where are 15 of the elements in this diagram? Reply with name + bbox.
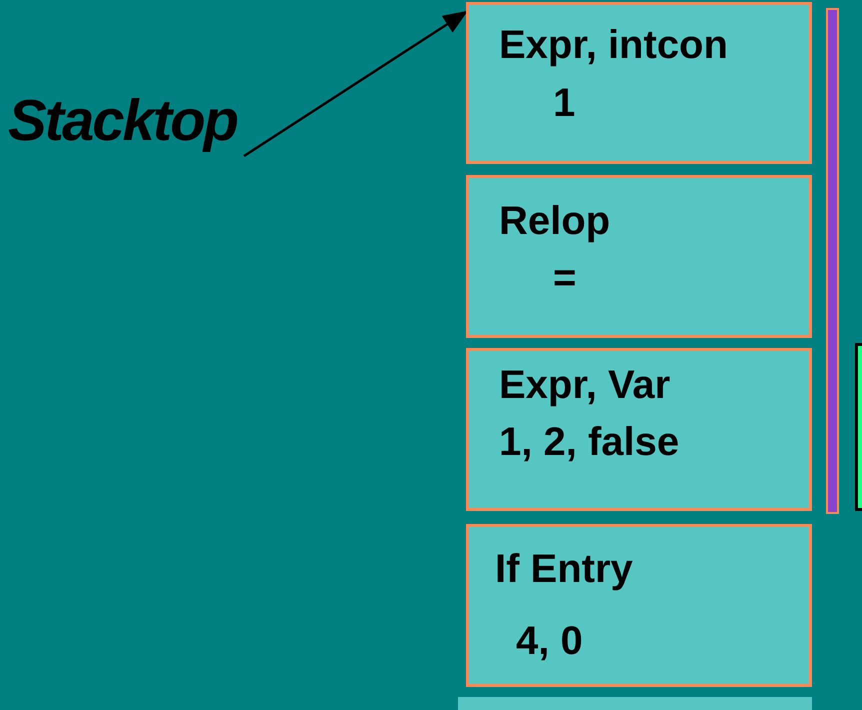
stack-frame xyxy=(466,175,812,338)
stack-frame xyxy=(466,524,812,687)
stack-frame xyxy=(466,2,812,164)
entry-value: 4, 0 xyxy=(516,621,583,661)
entry-kind: If Entry xyxy=(495,549,633,589)
stack-frame xyxy=(466,348,812,511)
arrow xyxy=(243,10,468,158)
entry-value: 1 xyxy=(553,83,576,123)
entry-value: = xyxy=(553,258,576,298)
pointer-label: Stacktop xyxy=(8,92,237,150)
bracket-bar xyxy=(826,8,839,514)
entry-kind: Expr, Var xyxy=(499,365,670,405)
entry-kind: Relop xyxy=(499,201,610,241)
entry-kind: Expr, intcon xyxy=(499,25,728,65)
entry-value: 1, 2, false xyxy=(499,422,680,462)
